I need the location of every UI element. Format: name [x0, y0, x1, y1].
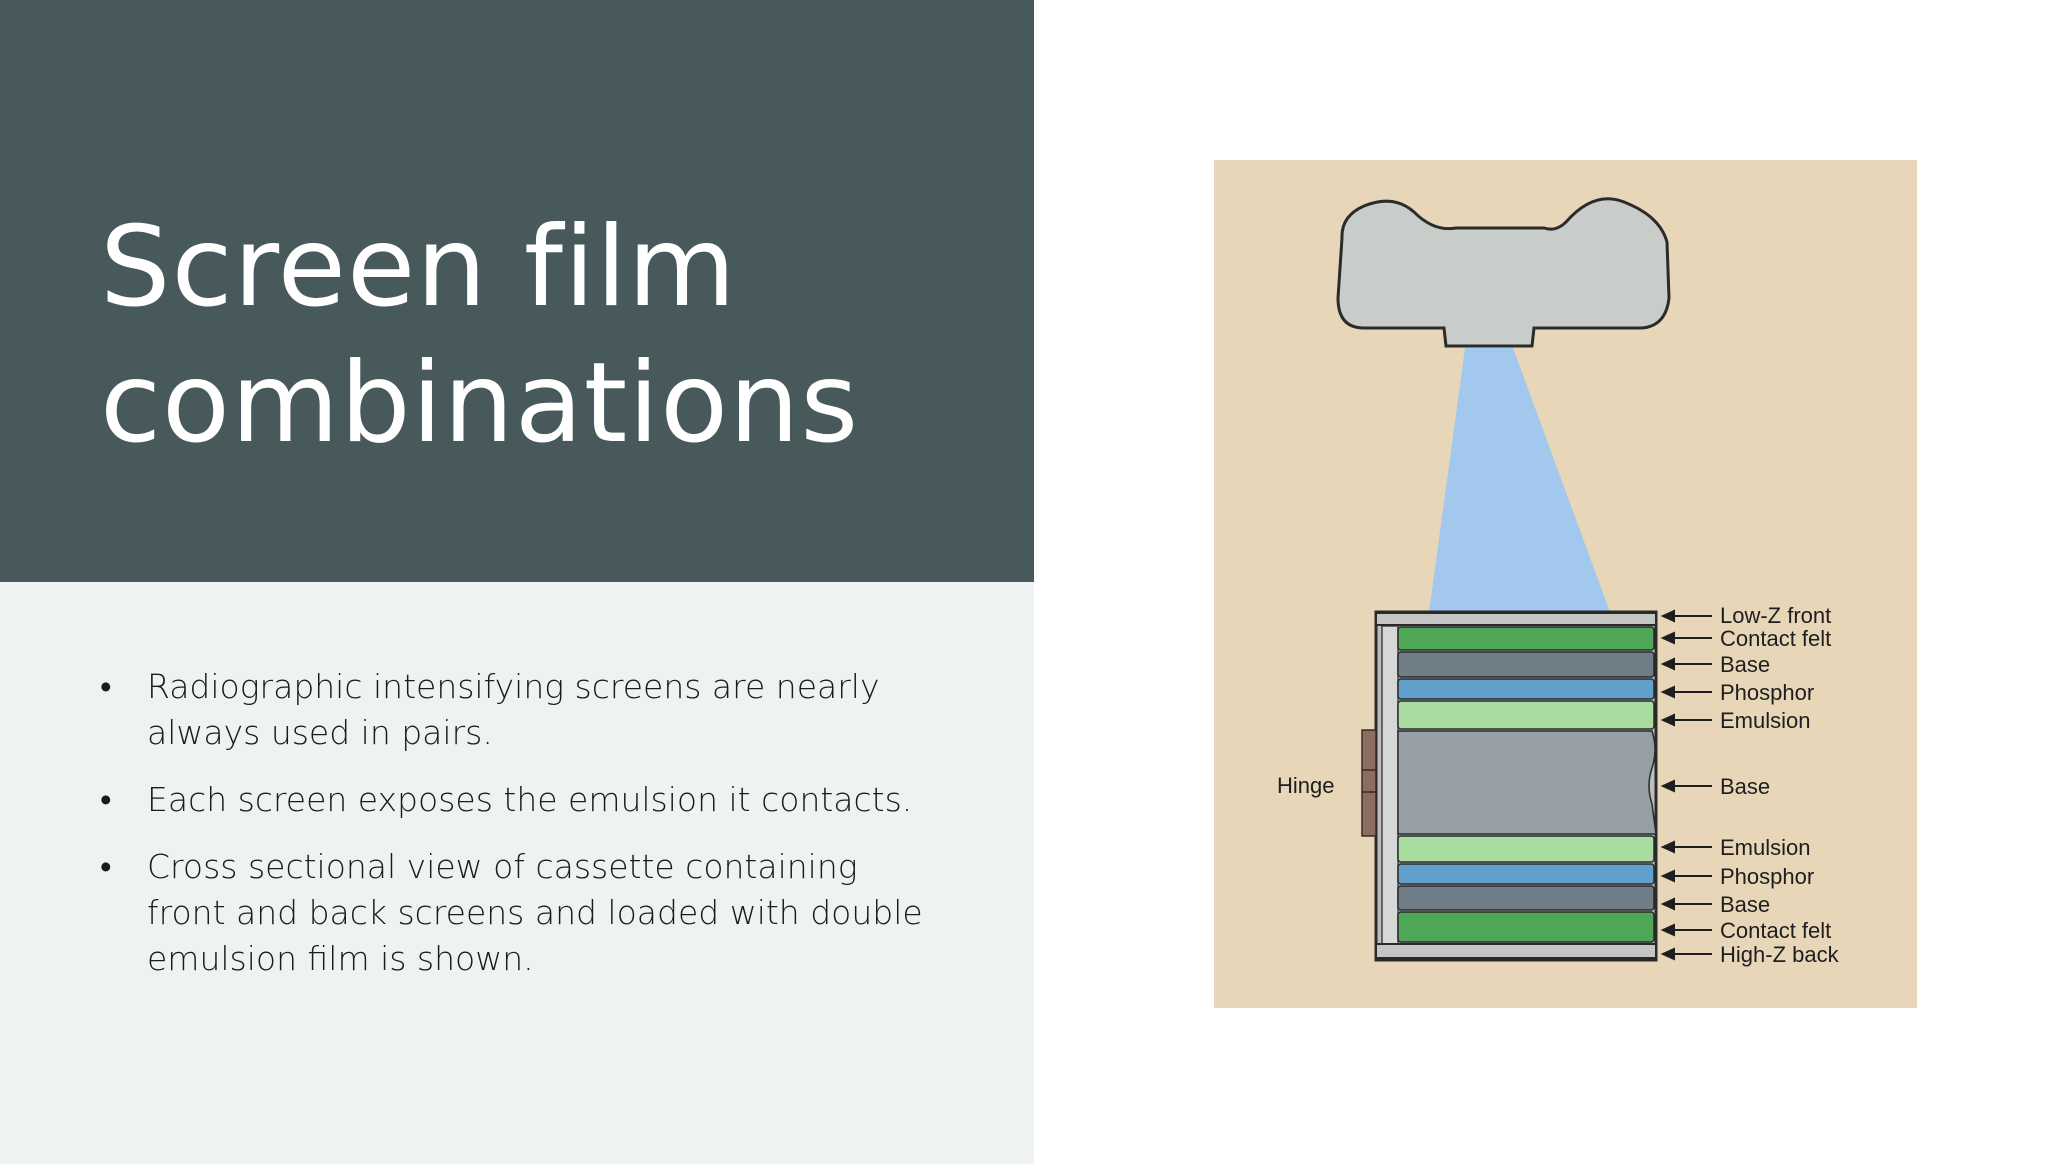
contact-felt-back-layer	[1397, 911, 1655, 943]
layer-label: Phosphor	[1720, 864, 1814, 889]
xray-beam	[1429, 348, 1610, 612]
contact-felt-front-layer	[1397, 626, 1655, 651]
layer-label: High-Z back	[1720, 942, 1840, 967]
base-back-layer	[1397, 885, 1655, 911]
high-z-back-layer	[1375, 943, 1657, 959]
slide-title-line-1: Screen film	[100, 203, 737, 332]
phosphor-back-layer	[1397, 863, 1655, 885]
cassette-inner-edge	[1381, 625, 1399, 947]
hinge-icon	[1361, 729, 1377, 837]
phosphor-front-layer	[1397, 678, 1655, 700]
emulsion-front-layer	[1397, 700, 1655, 730]
layer-label: Phosphor	[1720, 680, 1814, 705]
slide-title-line-2: combinations	[100, 339, 860, 468]
layer-label: Emulsion	[1720, 708, 1810, 733]
xray-tube-icon	[1336, 197, 1671, 348]
layer-label: Base	[1720, 774, 1770, 799]
slide-title: Screen film combinations	[100, 200, 1000, 472]
layer-label: Contact felt	[1720, 918, 1831, 943]
base-front-layer	[1397, 651, 1655, 678]
cassette-diagram: Hinge Low-Z front Contact felt Base Phos…	[1214, 160, 1917, 1008]
bullet-item: Each screen exposes the emulsion it cont…	[100, 777, 940, 823]
layer-label: Base	[1720, 652, 1770, 677]
hinge-label: Hinge	[1277, 773, 1334, 798]
layer-label: Low-Z front	[1720, 603, 1831, 628]
bullet-item: Cross sectional view of cassette contain…	[100, 844, 940, 982]
bullet-list: Radiographic intensifying screens are ne…	[100, 664, 940, 1003]
emulsion-back-layer	[1397, 835, 1655, 863]
film-base-layer	[1397, 730, 1657, 835]
title-panel: Screen film combinations	[0, 0, 1034, 582]
layer-label: Base	[1720, 892, 1770, 917]
low-z-front-layer	[1375, 612, 1657, 626]
cassette-diagram-svg: Hinge Low-Z front Contact felt Base Phos…	[1277, 197, 1840, 967]
label-arrows	[1660, 609, 1712, 961]
bullet-item: Radiographic intensifying screens are ne…	[100, 664, 940, 756]
layer-label: Contact felt	[1720, 626, 1831, 651]
layer-label: Emulsion	[1720, 835, 1810, 860]
